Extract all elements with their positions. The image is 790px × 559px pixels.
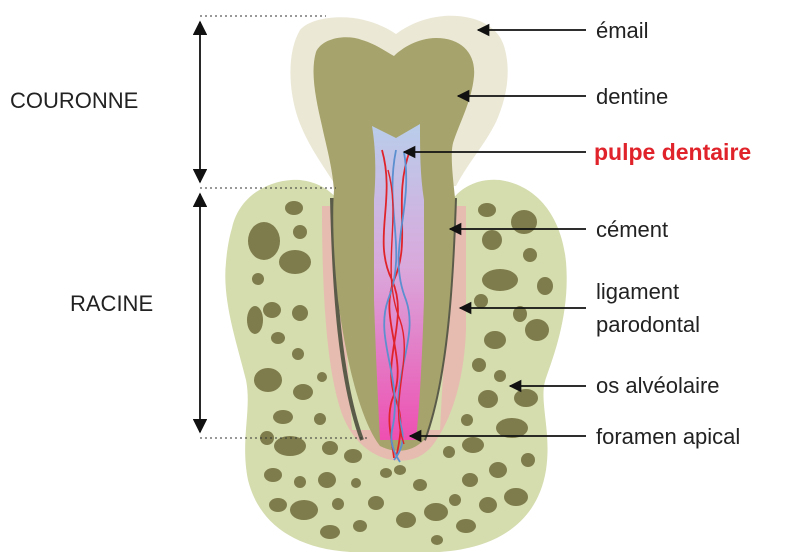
label-enamel: émail [596,18,649,43]
label-crown: COURONNE [10,88,138,113]
label-bone: os alvéolaire [596,373,720,398]
label-foramen: foramen apical [596,424,740,449]
label-ligament-line2: parodontal [596,312,700,337]
label-ligament-line1: ligament [596,279,679,304]
label-cementum: cément [596,217,668,242]
label-root: RACINE [70,291,153,316]
label-pulp: pulpe dentaire [594,139,751,165]
label-dentin: dentine [596,84,668,109]
